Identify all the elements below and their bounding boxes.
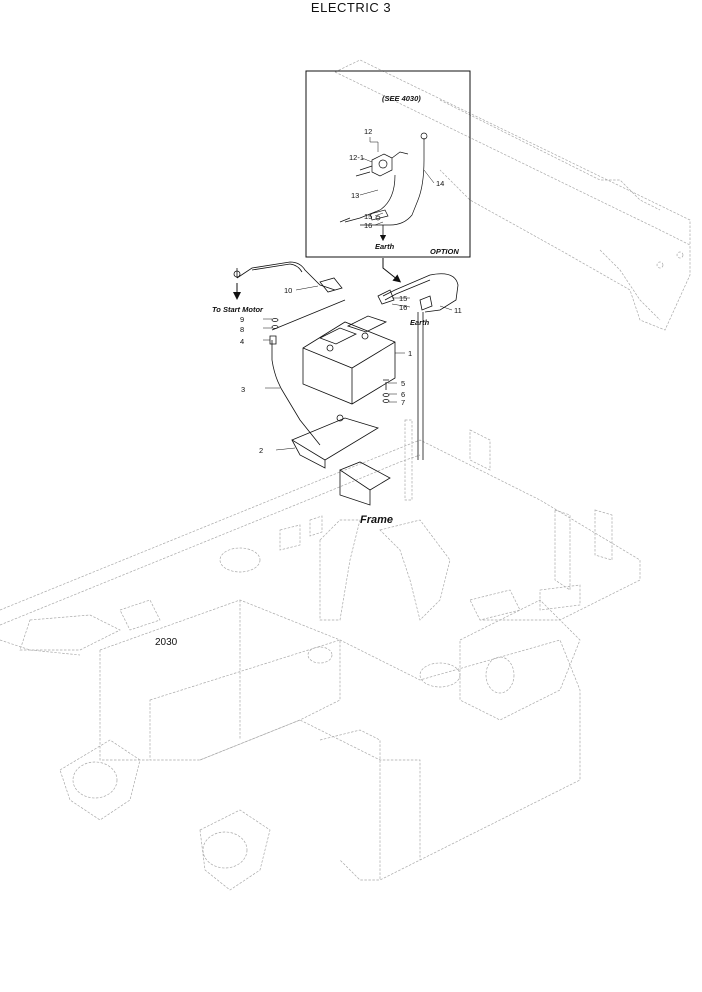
ref-number-2030: 2030 [155, 637, 178, 648]
part-label-8: 8 [240, 325, 244, 334]
part-label-11: 11 [454, 306, 462, 315]
option-label: OPTION [430, 247, 459, 256]
part-label-3: 3 [241, 385, 245, 394]
part-label-1: 1 [408, 349, 412, 358]
part-label-15: 15 [399, 294, 407, 303]
page-title: ELECTRIC 3 [310, 0, 392, 15]
part-label-9: 9 [240, 315, 244, 324]
earth-label: Earth [410, 318, 430, 327]
see-ref-label: (SEE 4030) [382, 94, 421, 103]
relay-drawing [339, 132, 428, 226]
part-label-13: 13 [351, 191, 359, 200]
chassis-frame-drawing [0, 59, 691, 891]
part-label-12-1: 12-1 [349, 153, 364, 162]
part-label-4: 4 [240, 337, 244, 346]
part-label-12: 12 [364, 127, 372, 136]
frame-label: Frame [360, 514, 393, 526]
to-start-motor-label: To Start Motor [212, 305, 264, 314]
battery-tray [291, 417, 379, 461]
part-label-2: 2 [259, 446, 263, 455]
part-label-15-option: 15 [364, 212, 372, 221]
part-label-16-option: 16 [364, 221, 372, 230]
part-label-14: 14 [436, 179, 444, 188]
option-earth-label: Earth [375, 242, 395, 251]
part-label-5: 5 [401, 379, 405, 388]
option-inset-box: (SEE 4030) OPTION Earth 12 12-1 13 14 15… [305, 70, 471, 258]
part-label-10: 10 [284, 286, 292, 295]
part-label-7: 7 [401, 398, 405, 407]
battery [302, 321, 396, 405]
part-leader-lines [263, 285, 453, 451]
part-label-6: 6 [401, 390, 405, 399]
battery-assembly [233, 261, 459, 506]
part-label-16: 16 [399, 303, 407, 312]
